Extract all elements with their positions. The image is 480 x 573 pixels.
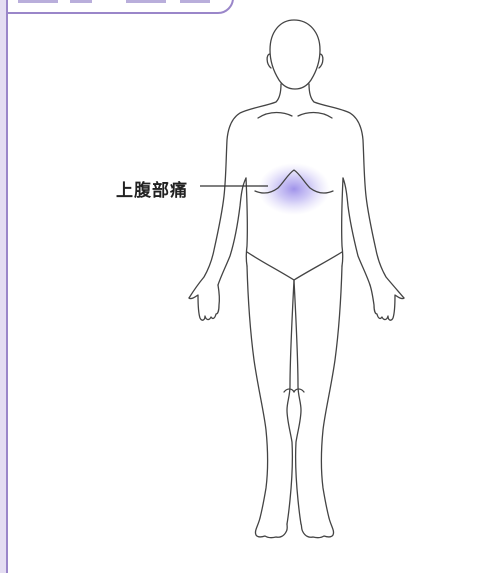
right-leg-outer [320, 265, 343, 519]
header-dash [70, 0, 92, 3]
left-collarbone [257, 111, 293, 119]
header-dash [126, 0, 166, 3]
left-knee [283, 388, 295, 393]
right-collarbone [297, 111, 333, 119]
header-dash [180, 0, 210, 3]
right-leg-inner [293, 279, 302, 525]
left-leg-inner [286, 279, 295, 525]
right-foot [300, 517, 335, 539]
left-ear [266, 53, 272, 69]
header-dash [18, 0, 58, 3]
right-ear [318, 53, 324, 69]
left-leg-outer [246, 265, 269, 519]
brief-line [246, 251, 343, 281]
pain-label: 上腹部痛 [116, 181, 188, 201]
right-arm-outer [308, 83, 405, 299]
torso-right-side [340, 177, 344, 267]
right-arm-inner [342, 177, 371, 286]
right-knee [293, 388, 305, 393]
right-hand [369, 284, 405, 321]
head-outline [269, 19, 321, 90]
left-hand [188, 284, 221, 321]
left-arm-inner [217, 177, 247, 286]
body-outline [188, 19, 405, 539]
pain-area-highlight [258, 163, 330, 215]
header-tab [6, 0, 234, 14]
left-foot [254, 517, 288, 539]
page-left-border [0, 0, 9, 573]
torso-left-side [245, 177, 249, 267]
left-arm-outer [188, 83, 282, 299]
rib-cage-edge [254, 169, 334, 194]
